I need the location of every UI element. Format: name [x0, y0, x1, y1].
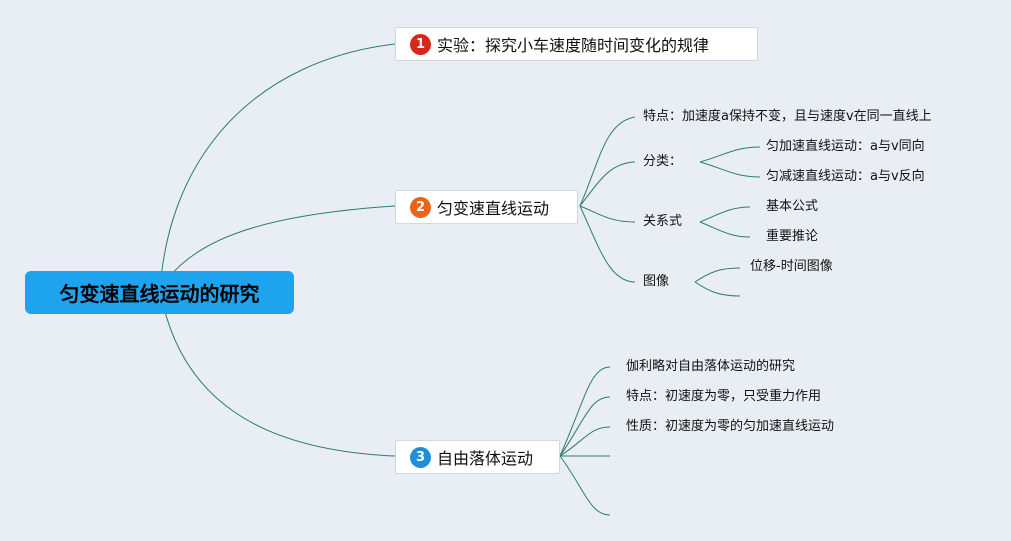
leaf-galileo-study[interactable]: 伽利略对自由落体运动的研究: [626, 359, 796, 374]
central-topic-label: 匀变速直线运动的研究: [59, 282, 260, 306]
badge-1-icon: 1: [410, 33, 431, 55]
link-root-topic3: [159, 289, 396, 457]
topic-uniform-variable-motion-label: 匀变速直线运动: [437, 199, 550, 218]
badge-2-icon: 2: [410, 196, 431, 218]
badge-3-icon: 3: [410, 446, 431, 468]
link-classify-1: [699, 146, 761, 163]
link-graphs-1: [694, 267, 741, 283]
link-t2-features: [579, 116, 636, 207]
leaf-uniform-deceleration[interactable]: 匀减速直线运动：a与v反向: [766, 169, 925, 184]
link-t3-empty2: [559, 455, 611, 516]
leaf-basic-formulas[interactable]: 基本公式: [766, 199, 819, 214]
topic-free-fall-label: 自由落体运动: [437, 449, 534, 468]
topic-free-fall[interactable]: 3 自由落体运动: [395, 440, 560, 474]
topic-experiment-label: 实验：探究小车速度随时间变化的规律: [437, 36, 710, 55]
topic-uniform-variable-motion[interactable]: 2 匀变速直线运动: [395, 190, 578, 224]
link-t3-child2: [559, 396, 611, 457]
link-t2-relations: [579, 205, 636, 223]
link-classify-2: [699, 161, 761, 178]
leaf-key-inferences[interactable]: 重要推论: [766, 229, 819, 244]
leaf-graphs[interactable]: 图像: [643, 274, 670, 289]
leaf-uniform-acceleration[interactable]: 匀加速直线运动：a与v同向: [766, 139, 925, 154]
central-topic[interactable]: 匀变速直线运动的研究: [25, 271, 294, 314]
link-t3-child1: [559, 366, 611, 457]
link-graphs-2: [694, 281, 741, 297]
leaf-relations[interactable]: 关系式: [643, 214, 683, 229]
link-root-topic1: [159, 43, 396, 291]
link-t2-classify: [579, 161, 636, 207]
link-relations-1: [699, 206, 751, 223]
link-relations-2: [699, 221, 751, 238]
link-t3-child3: [559, 426, 611, 457]
leaf-features[interactable]: 特点：加速度a保持不变，且与速度v在同一直线上: [643, 109, 932, 124]
leaf-free-fall-nature[interactable]: 性质：初速度为零的匀加速直线运动: [626, 419, 835, 434]
topic-experiment[interactable]: 1 实验：探究小车速度随时间变化的规律: [395, 27, 758, 61]
leaf-free-fall-features[interactable]: 特点：初速度为零，只受重力作用: [626, 389, 822, 404]
link-t2-graphs: [579, 205, 636, 283]
leaf-displacement-time-graph[interactable]: 位移-时间图像: [750, 259, 833, 274]
leaf-classify[interactable]: 分类：: [643, 154, 683, 169]
